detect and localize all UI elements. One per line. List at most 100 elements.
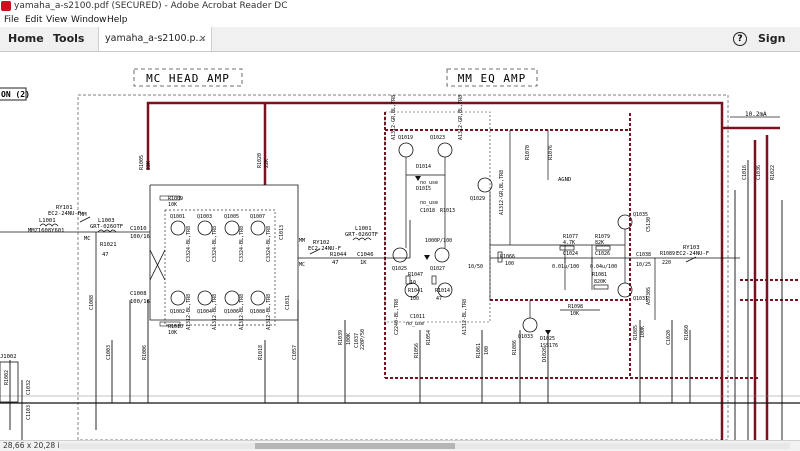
- mc-head-amp-title: MC HEAD AMP: [146, 72, 230, 85]
- svg-text:MMZ1608Y601: MMZ1608Y601: [28, 228, 64, 234]
- document-view[interactable]: MC HEAD AMP MM EQ AMP ON (2) 10.2mA: [0, 52, 800, 440]
- svg-text:C1008: C1008: [130, 291, 147, 297]
- section-box: [0, 87, 27, 101]
- svg-text:R1005: R1005: [139, 155, 145, 170]
- mc-head-amp-frame: [133, 68, 243, 87]
- svg-text:Q1001: Q1001: [170, 214, 185, 220]
- window-title: yamaha_a-s2100.pdf (SECURED) - Adobe Acr…: [14, 1, 288, 11]
- menu-file[interactable]: File: [4, 15, 20, 25]
- svg-text:C3324-BL,TR8: C3324-BL,TR8: [212, 226, 218, 262]
- svg-text:R1018: R1018: [258, 345, 264, 360]
- help-icon[interactable]: ?: [733, 32, 747, 46]
- svg-text:Q1029: Q1029: [470, 196, 485, 202]
- svg-text:R1077: R1077: [563, 234, 578, 240]
- svg-text:1000P/100: 1000P/100: [425, 238, 452, 244]
- svg-text:A1312-BL,TR8: A1312-BL,TR8: [186, 294, 192, 330]
- svg-text:C5130: C5130: [646, 217, 652, 232]
- svg-text:A1312-GR,BL,TR8: A1312-GR,BL,TR8: [391, 95, 397, 140]
- svg-text:10/50: 10/50: [468, 264, 483, 270]
- mm-eq-amp-frame: [446, 68, 538, 87]
- svg-text:100/16: 100/16: [130, 234, 150, 240]
- svg-text:C1026: C1026: [595, 251, 610, 257]
- svg-text:C1103: C1103: [26, 405, 32, 420]
- svg-text:47: 47: [102, 252, 109, 258]
- svg-text:10K: 10K: [168, 202, 177, 208]
- svg-text:A1312-BL,TR8: A1312-BL,TR8: [212, 294, 218, 330]
- svg-text:D1025: D1025: [540, 336, 555, 342]
- svg-text:100/16: 100/16: [130, 299, 150, 305]
- tab-close-icon[interactable]: ×: [199, 34, 207, 44]
- ry102-type: EC2-24NU-F: [308, 246, 341, 252]
- svg-text:R1070: R1070: [525, 145, 531, 160]
- menu-view[interactable]: View: [46, 15, 68, 25]
- svg-text:1K: 1K: [360, 260, 367, 266]
- svg-text:A1312-BL,TR8: A1312-BL,TR8: [266, 294, 272, 330]
- l1003-label: L1003: [98, 218, 115, 224]
- svg-text:C1031: C1031: [285, 295, 291, 310]
- horizontal-scrollbar[interactable]: [60, 443, 790, 449]
- document-tab[interactable]: yamaha_a-s2100.p... ×: [98, 27, 212, 51]
- menu-help[interactable]: Help: [107, 15, 128, 25]
- scrollbar-thumb[interactable]: [255, 443, 455, 449]
- title-bar: yamaha_a-s2100.pdf (SECURED) - Adobe Acr…: [0, 0, 800, 14]
- svg-text:820K: 820K: [594, 279, 606, 285]
- svg-text:R1002: R1002: [4, 370, 10, 385]
- svg-text:Q1006: Q1006: [224, 309, 239, 315]
- svg-text:R1054: R1054: [426, 330, 432, 345]
- svg-text:A1312-GR,BL,TR8: A1312-GR,BL,TR8: [499, 170, 505, 215]
- svg-text:R1079: R1079: [595, 234, 610, 240]
- svg-text:A1312-GR,BL,TR8: A1312-GR,BL,TR8: [458, 95, 464, 140]
- svg-text:Q1007: Q1007: [250, 214, 265, 220]
- svg-text:47: 47: [332, 260, 339, 266]
- svg-text:R1041: R1041: [408, 288, 423, 294]
- svg-text:22K: 22K: [264, 159, 270, 168]
- mm-label: MM: [80, 212, 87, 218]
- svg-text:Q1023: Q1023: [430, 135, 445, 141]
- svg-text:C1024: C1024: [563, 251, 578, 257]
- toolbar: Home Tools yamaha_a-s2100.p... × ? Sign …: [0, 27, 800, 69]
- svg-text:220: 220: [662, 260, 671, 266]
- svg-text:C1038: C1038: [636, 252, 651, 258]
- svg-text:10K: 10K: [570, 311, 579, 317]
- svg-text:Q1033: Q1033: [518, 334, 533, 340]
- svg-text:R1056: R1056: [414, 343, 420, 358]
- mm-eq-amp-title: MM EQ AMP: [458, 72, 527, 85]
- section-label: ON (2): [1, 90, 30, 99]
- svg-text:C1032: C1032: [26, 380, 32, 395]
- svg-text:R1085: R1085: [633, 325, 639, 340]
- menu-window[interactable]: Window: [71, 15, 107, 25]
- svg-text:R1006: R1006: [142, 345, 148, 360]
- svg-text:C1011: C1011: [410, 314, 425, 320]
- menu-edit[interactable]: Edit: [25, 15, 43, 25]
- svg-text:10/25: 10/25: [636, 262, 651, 268]
- svg-text:4.7K: 4.7K: [563, 240, 575, 246]
- schematic-drawing: MC HEAD AMP MM EQ AMP ON (2) 10.2mA: [0, 68, 800, 440]
- svg-text:10: 10: [410, 280, 416, 286]
- svg-text:Q1003: Q1003: [197, 214, 212, 220]
- home-button[interactable]: Home: [8, 32, 44, 45]
- svg-text:R1014: R1014: [435, 288, 450, 294]
- svg-text:Q1025: Q1025: [392, 266, 407, 272]
- svg-text:100K: 100K: [346, 333, 352, 345]
- svg-text:R1066: R1066: [500, 254, 515, 260]
- svg-text:C1020: C1020: [666, 330, 672, 345]
- svg-text:A1312-BL,TR8: A1312-BL,TR8: [239, 294, 245, 330]
- ry103-type: EC2-24NU-F: [676, 251, 709, 257]
- mc-label: MC: [84, 236, 91, 242]
- svg-text:100K: 100K: [640, 326, 646, 338]
- svg-text:Q1019: Q1019: [398, 135, 413, 141]
- tools-button[interactable]: Tools: [53, 32, 85, 45]
- mm-label-2: MM: [299, 238, 305, 244]
- svg-text:0.04u/100: 0.04u/100: [590, 264, 617, 270]
- svg-text:L1001: L1001: [355, 226, 372, 232]
- svg-text:22K: 22K: [146, 161, 152, 170]
- svg-text:R1098: R1098: [568, 304, 583, 310]
- svg-text:Q1035: Q1035: [633, 212, 648, 218]
- agnd-label: AGND: [558, 177, 571, 183]
- svg-text:82K: 82K: [595, 240, 604, 246]
- svg-text:C1057: C1057: [292, 345, 298, 360]
- svg-text:no_use: no_use: [420, 180, 438, 186]
- svg-text:Q1002: Q1002: [170, 309, 185, 315]
- svg-text:C1013: C1013: [279, 225, 285, 240]
- svg-text:no_use: no_use: [406, 321, 424, 327]
